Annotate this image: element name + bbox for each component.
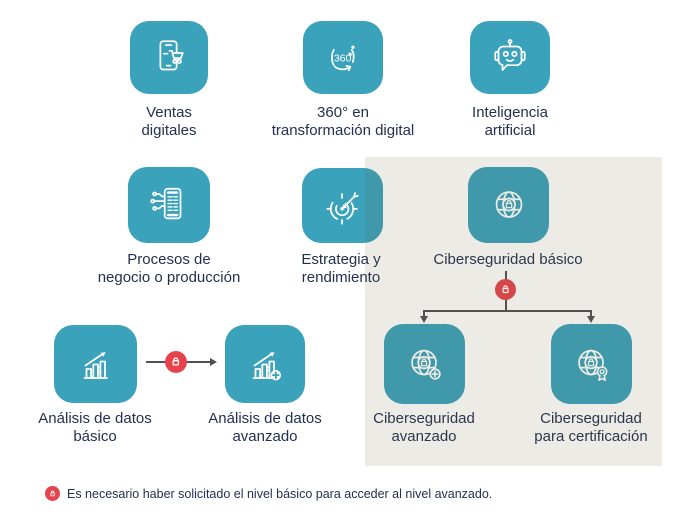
module-label-estrategia: Estrategia y rendimiento: [301, 251, 381, 286]
module-tile-ciberseguridad-certificacion[interactable]: [551, 324, 632, 404]
ciberseguridad-branch-drop-left: [423, 310, 425, 317]
svg-text:360: 360: [334, 52, 352, 64]
lock-icon: [502, 285, 509, 294]
ciberseguridad-branch-crossbar: [424, 310, 592, 312]
branch-arrowhead-left-icon: [420, 316, 428, 323]
branch-arrowhead-right-icon: [587, 316, 595, 323]
bar-chart-plus-icon: [252, 352, 281, 381]
phone-circuit-icon: [150, 187, 182, 220]
module-tile-analisis-avanzado[interactable]: [225, 325, 305, 403]
phone-shopping-cart-icon: [159, 39, 184, 70]
module-tile-ciberseguridad-basico[interactable]: [468, 167, 549, 243]
module-label-ventas-digitales: Ventas digitales: [141, 104, 197, 139]
module-tile-360-transformacion[interactable]: 360: [303, 21, 383, 94]
lock-badge-analisis: [165, 351, 187, 373]
module-tile-analisis-basico[interactable]: [54, 325, 137, 403]
module-label-ciberseguridad-certificacion: Ciberseguridad para certificación: [534, 410, 648, 445]
globe-lock-medal-icon: [577, 349, 607, 382]
lock-badge-ciberseguridad: [495, 279, 516, 300]
module-tile-estrategia[interactable]: [302, 168, 383, 243]
module-label-ciberseguridad-avanzado: Ciberseguridad avanzado: [373, 410, 475, 445]
footnote-text: Es necesario haber solicitado el nivel b…: [67, 487, 493, 501]
globe-lock-icon: [495, 191, 522, 218]
360-degrees-icon: 360: [331, 45, 355, 71]
module-label-analisis-basico: Análisis de datos básico: [38, 410, 152, 445]
globe-lock-plus-icon: [410, 349, 441, 380]
module-label-analisis-avanzado: Análisis de datos avanzado: [208, 410, 322, 445]
lock-icon: [172, 357, 180, 366]
robot-icon: [494, 38, 526, 71]
module-label-ciberseguridad-basico: Ciberseguridad básico: [433, 251, 583, 268]
bar-chart-arrow-icon: [83, 352, 108, 379]
module-tile-ventas-digitales[interactable]: [130, 21, 208, 94]
module-label-inteligencia-artificial: Inteligencia artificial: [472, 104, 548, 139]
lock-icon: [50, 490, 55, 497]
ciberseguridad-branch-drop-right: [590, 310, 592, 317]
analisis-arrowhead-icon: [210, 358, 217, 366]
module-label-360-transformacion: 360° en transformación digital: [271, 104, 415, 139]
module-tile-ciberseguridad-avanzado[interactable]: [384, 324, 465, 404]
module-label-procesos: Procesos de negocio o producción: [97, 251, 241, 286]
lock-badge-footnote: [45, 486, 60, 501]
module-tile-procesos[interactable]: [128, 167, 210, 243]
target-dart-icon: [325, 191, 359, 225]
module-tile-inteligencia-artificial[interactable]: [470, 21, 550, 94]
